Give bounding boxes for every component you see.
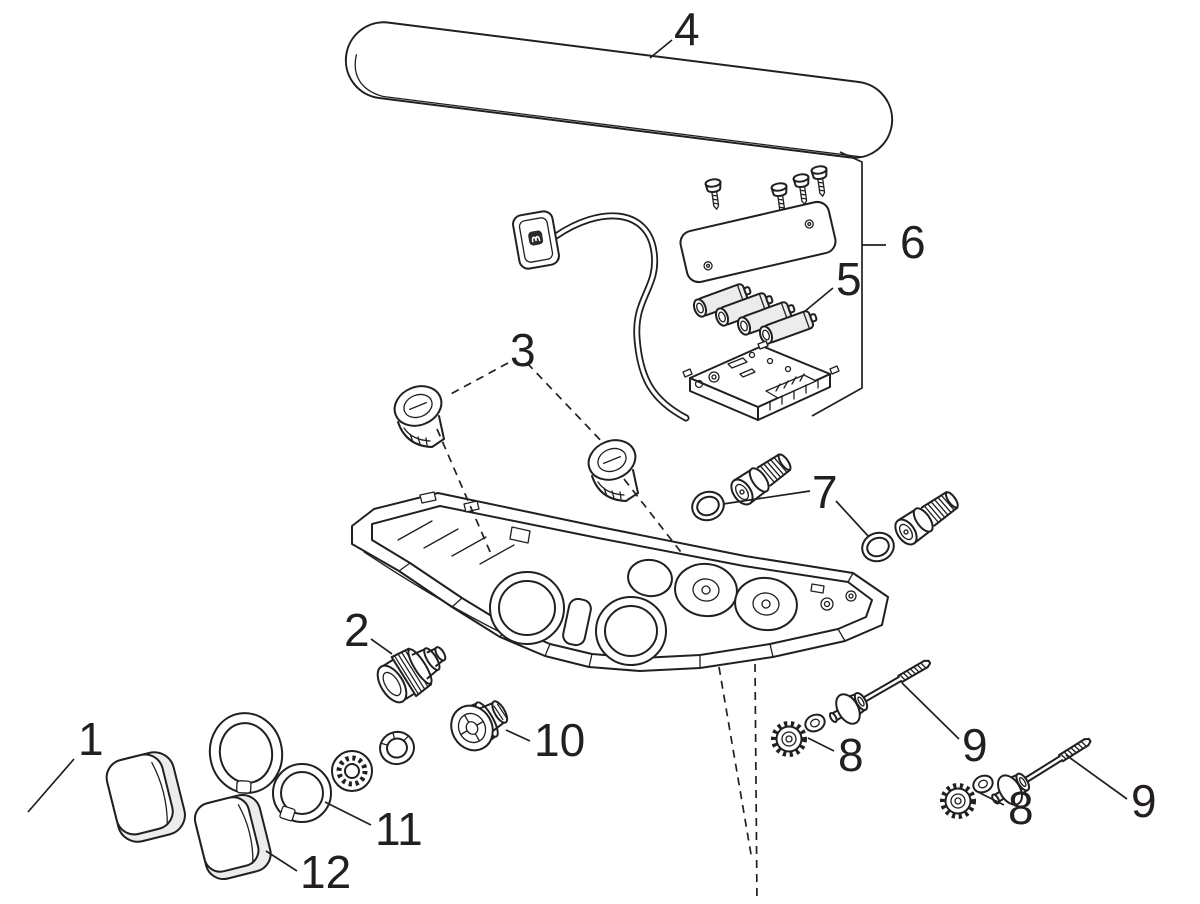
serrated-washer-icon (331, 750, 373, 792)
battery-cover-plate (679, 200, 837, 284)
adapter-ring-icon (272, 763, 332, 823)
screw-icon (704, 178, 722, 210)
power-plug-icon (512, 210, 560, 270)
screw-icon (770, 182, 788, 214)
battery-icon (714, 292, 774, 327)
trim-ring-icon (208, 712, 284, 794)
callout-12-label: 12 (300, 846, 351, 898)
spindle-screw-icon (991, 737, 1092, 806)
power-cable (552, 212, 690, 422)
diverter-valve-icon (450, 700, 509, 752)
callout-10-label: 10 (534, 714, 585, 766)
callout-9-label: 9 (962, 719, 988, 771)
screw-icon (810, 165, 828, 197)
callout-3-label: 3 (510, 324, 536, 376)
battery-icon (692, 283, 752, 318)
inlet-fitting-icon (894, 491, 959, 546)
callout-7-label: 7 (812, 466, 838, 518)
callout-11-label: 11 (375, 803, 423, 855)
alignment-dashed-lines (436, 362, 758, 903)
mixer-housing-body (351, 491, 889, 672)
callout-2-label: 2 (344, 604, 370, 656)
o-ring-icon (861, 531, 895, 563)
callout-9-label: 9 (1131, 775, 1157, 827)
callout-8-label: 8 (838, 729, 864, 781)
bevel-gear-icon (771, 721, 807, 757)
handle-knob-icon (105, 751, 186, 843)
leader-lines (27, 39, 1128, 872)
glass-shelf (344, 21, 894, 159)
callout-labels: 4 6 5 3 7 2 1 10 11 12 8 9 8 9 (78, 3, 1157, 898)
callout-1-label: 1 (78, 713, 104, 765)
callout-4-label: 4 (674, 3, 700, 55)
circuit-board (682, 340, 840, 421)
battery-icon (758, 310, 818, 345)
battery-icon (736, 301, 796, 336)
callout-6-label: 6 (900, 216, 926, 268)
o-ring-icon (691, 490, 725, 522)
washer-icon (972, 774, 994, 794)
handle-knob-icon (193, 793, 272, 881)
stop-ring-icon (379, 730, 415, 766)
inlet-fitting-icon (730, 453, 792, 506)
bevel-gear-icon (940, 783, 976, 819)
spindle-screw-icon (828, 659, 932, 725)
thermostatic-cartridge-icon (376, 646, 447, 704)
check-valve-icon (393, 385, 445, 448)
callout-5-label: 5 (836, 253, 862, 305)
callout-8-label: 8 (1008, 782, 1034, 834)
washer-icon (804, 713, 826, 733)
